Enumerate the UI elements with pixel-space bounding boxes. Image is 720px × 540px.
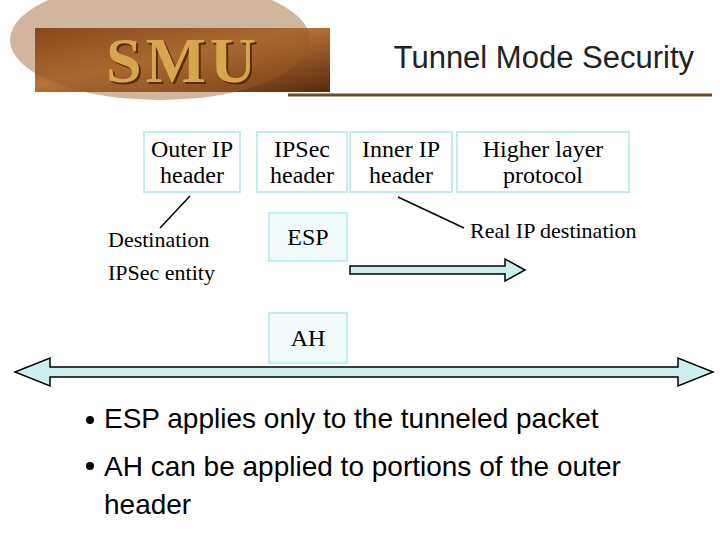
bullet bbox=[86, 416, 94, 424]
box-label: IPSec header bbox=[258, 136, 346, 188]
bullet-text: ESP applies only to the tunneled packet bbox=[104, 402, 704, 436]
box-label: Inner IP header bbox=[351, 136, 451, 188]
esp-span-arrow bbox=[350, 259, 525, 281]
protocol-box: AH bbox=[268, 312, 348, 364]
protocol-box: ESP bbox=[268, 212, 348, 262]
header-box: IPSec header bbox=[256, 131, 348, 193]
box-label: Outer IP header bbox=[145, 136, 239, 188]
slide-title: Tunnel Mode Security bbox=[340, 40, 694, 76]
header-box: Outer IP header bbox=[143, 131, 241, 193]
leader-line bbox=[160, 196, 190, 228]
logo-text: SMU bbox=[38, 22, 328, 99]
title-rule bbox=[288, 94, 712, 97]
box-label: AH bbox=[291, 325, 326, 351]
callout-text: Real IP destination bbox=[470, 218, 710, 244]
box-label: Higher layer protocol bbox=[458, 136, 628, 188]
bullet bbox=[86, 462, 94, 470]
header-box: Higher layer protocol bbox=[456, 131, 630, 193]
box-label: ESP bbox=[287, 224, 328, 250]
bullet-text: AH can be applied to portions of the out… bbox=[104, 448, 644, 524]
ah-span-arrow bbox=[15, 358, 713, 386]
header-box: Inner IP header bbox=[349, 131, 453, 193]
callout-text: Destination IPSec entity bbox=[108, 223, 243, 289]
leader-line bbox=[398, 197, 464, 228]
